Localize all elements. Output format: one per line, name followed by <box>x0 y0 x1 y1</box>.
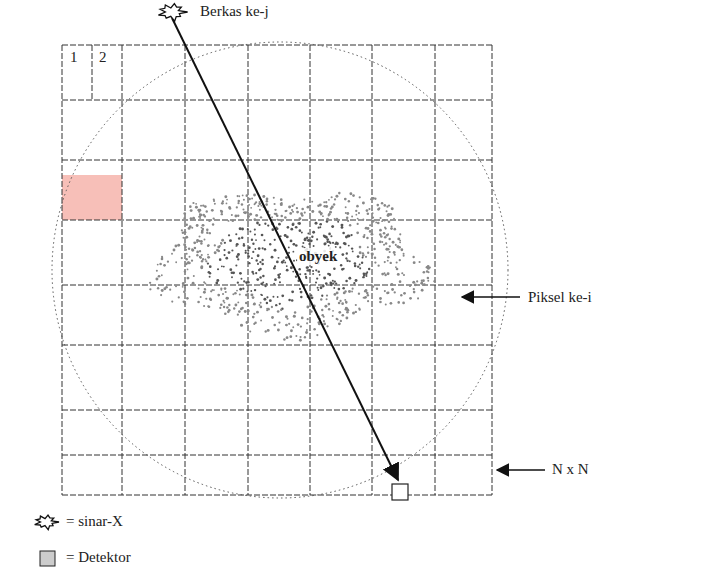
xray-beam <box>172 18 398 480</box>
beam-label: Berkas ke-j <box>200 3 269 20</box>
leader-arrow <box>497 469 545 471</box>
legend-text: = Detektor <box>66 549 131 566</box>
detector-symbol <box>40 551 55 566</box>
object-blob <box>149 192 436 342</box>
pixel-grid <box>62 45 492 495</box>
legend-text: = sinar-X <box>66 513 123 530</box>
xray-source-symbols <box>35 4 188 530</box>
xray-source-symbol <box>158 4 187 22</box>
pixel-number: 1 <box>70 49 78 66</box>
scan-circle <box>52 42 508 498</box>
leader-arrow <box>462 296 520 298</box>
grid-size-label: N x N <box>552 461 589 478</box>
pixel-label: Piksel ke-i <box>528 289 592 306</box>
object-label: obyek <box>297 248 339 265</box>
xray-source-symbol <box>35 515 59 530</box>
pixel-number: 2 <box>99 49 107 66</box>
detector <box>392 484 408 500</box>
highlight-patch <box>62 175 122 220</box>
